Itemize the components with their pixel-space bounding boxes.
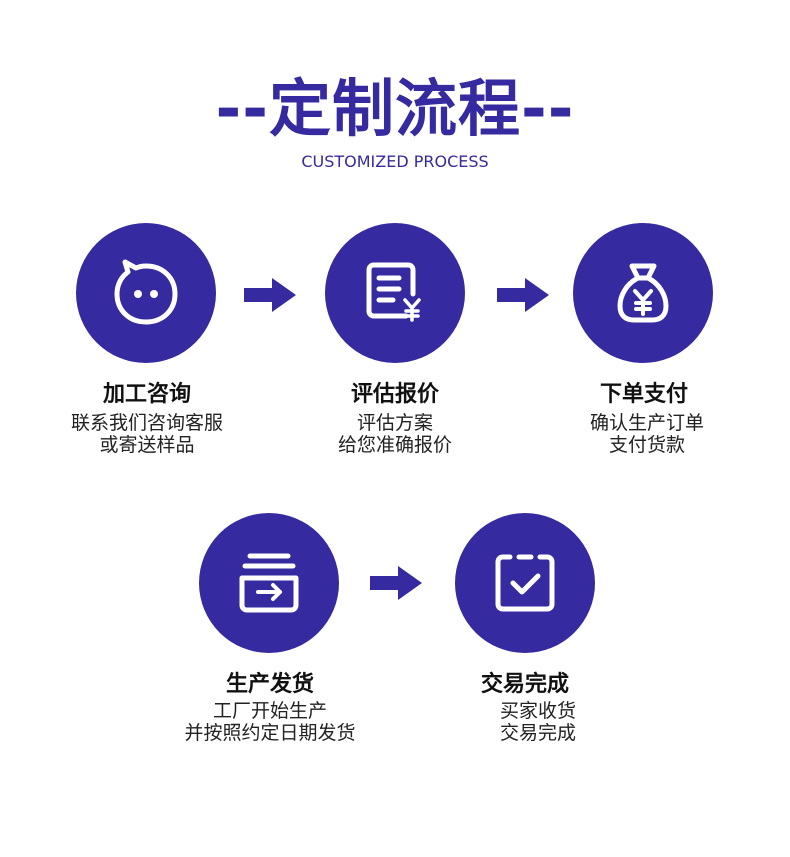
step-1-description: 联系我们咨询客服 或寄送样品	[17, 412, 277, 456]
arrow-icon	[244, 278, 296, 312]
production-box-icon	[239, 553, 299, 613]
step-2-description-line-1: 评估方案	[356, 412, 433, 434]
step-5-description-line-1: 买家收货	[499, 700, 576, 722]
step-2-circle	[325, 223, 465, 363]
arrow-icon	[497, 278, 549, 312]
step-4-description: 工厂开始生产 并按照约定日期发货	[140, 700, 400, 744]
step-2-description-line-2: 给您准确报价	[337, 434, 452, 456]
step-2-title: 评估报价	[350, 382, 439, 407]
step-2-description: 评估方案 给您准确报价	[265, 412, 525, 456]
step-5-title: 交易完成	[480, 672, 569, 697]
money-bag-icon	[617, 263, 669, 323]
step-3-description-line-2: 支付货款	[608, 434, 685, 456]
step-5-circle	[455, 513, 595, 653]
step-4-description-line-1: 工厂开始生产	[212, 700, 327, 722]
page-title: --定制流程--	[215, 72, 575, 145]
page-subtitle: CUSTOMIZED PROCESS	[301, 152, 489, 171]
step-4-description-line-2: 并按照约定日期发货	[184, 722, 356, 744]
step-5-description-line-2: 交易完成	[499, 722, 576, 744]
step-4-circle	[199, 513, 339, 653]
step-3-description: 确认生产订单 支付货款	[517, 412, 777, 456]
step-4-title: 生产发货	[225, 672, 314, 697]
step-5-description: 买家收货 交易完成	[408, 700, 668, 744]
step-1-description-line-2: 或寄送样品	[99, 434, 195, 456]
step-1-circle	[76, 223, 216, 363]
checkbox-icon	[495, 554, 555, 612]
step-1-description-line-1: 联系我们咨询客服	[70, 412, 223, 434]
step-3-description-line-1: 确认生产订单	[589, 412, 704, 434]
step-1-title: 加工咨询	[102, 382, 191, 407]
quote-document-icon	[366, 262, 421, 322]
chat-face-icon	[114, 259, 178, 325]
step-3-title: 下单支付	[599, 382, 688, 407]
step-3-circle	[573, 223, 713, 363]
arrow-icon	[370, 566, 422, 600]
